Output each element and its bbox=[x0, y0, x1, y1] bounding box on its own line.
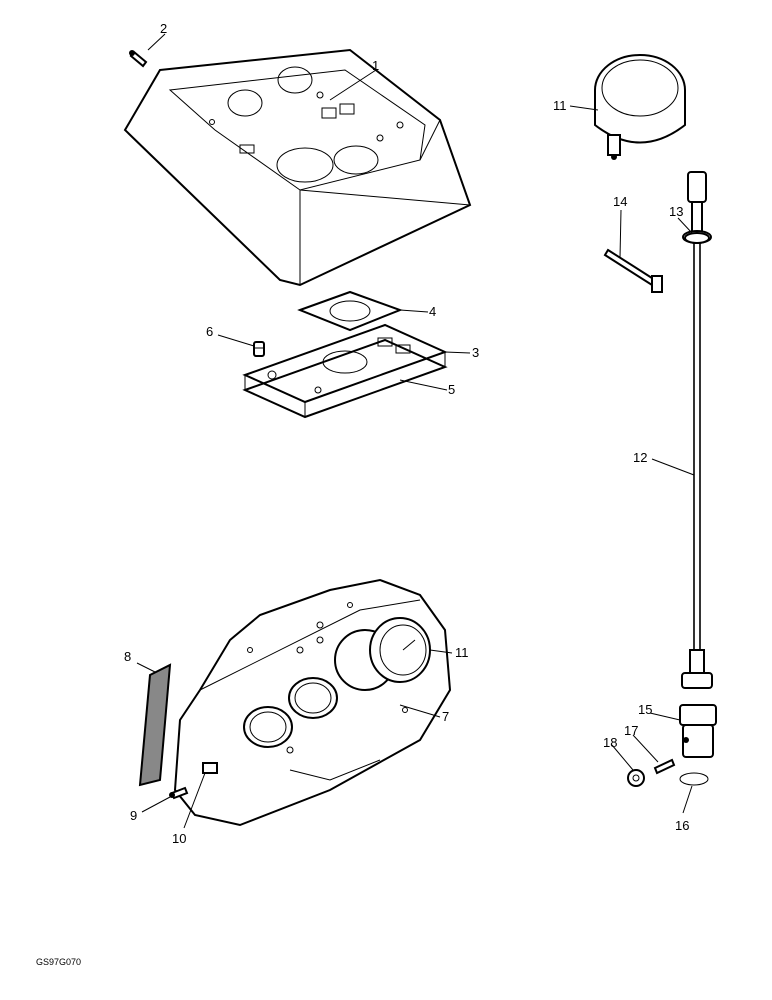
callout-12: 12 bbox=[633, 450, 647, 465]
lower-cowl-7 bbox=[173, 578, 452, 827]
gasket-5 bbox=[242, 338, 448, 419]
callout-1: 1 bbox=[372, 58, 379, 73]
callout-11-exploded: 11 bbox=[553, 98, 567, 113]
callout-6: 6 bbox=[206, 324, 213, 339]
callout-2: 2 bbox=[160, 21, 167, 36]
clip-10 bbox=[202, 762, 218, 774]
screw-17 bbox=[653, 758, 676, 775]
callout-9: 9 bbox=[130, 808, 137, 823]
gauge-11-exploded bbox=[594, 54, 686, 160]
callout-3: 3 bbox=[472, 345, 479, 360]
callout-10: 10 bbox=[172, 831, 186, 846]
callout-13: 13 bbox=[669, 204, 683, 219]
bolt-14 bbox=[603, 248, 663, 293]
callout-17: 17 bbox=[624, 723, 638, 738]
screw-9 bbox=[169, 786, 189, 800]
screw-2 bbox=[129, 50, 148, 68]
o-ring-16 bbox=[679, 772, 709, 786]
callout-16: 16 bbox=[675, 818, 689, 833]
callout-15: 15 bbox=[638, 702, 652, 717]
trim-strip-8 bbox=[138, 663, 172, 787]
upper-instrument-housing bbox=[123, 48, 472, 287]
adapter-15 bbox=[679, 704, 717, 758]
callout-18: 18 bbox=[603, 735, 617, 750]
callout-8: 8 bbox=[124, 649, 131, 664]
reference-code: GS97G070 bbox=[36, 957, 81, 967]
callout-labels: 2 1 4 3 5 6 11 7 8 9 10 11 12 13 14 15 1… bbox=[124, 21, 689, 846]
callout-4: 4 bbox=[429, 304, 436, 319]
leader-lines bbox=[136, 33, 695, 829]
nut-18 bbox=[627, 769, 645, 787]
callout-5: 5 bbox=[448, 382, 455, 397]
instrument-plate-3 bbox=[242, 323, 448, 404]
gauge-11-installed bbox=[369, 617, 431, 683]
screw-6 bbox=[253, 341, 265, 357]
ring-13 bbox=[684, 232, 710, 244]
callout-7: 7 bbox=[442, 709, 449, 724]
callout-14: 14 bbox=[613, 194, 627, 209]
drive-cable-12 bbox=[681, 171, 713, 689]
callout-11-installed: 11 bbox=[455, 645, 469, 660]
